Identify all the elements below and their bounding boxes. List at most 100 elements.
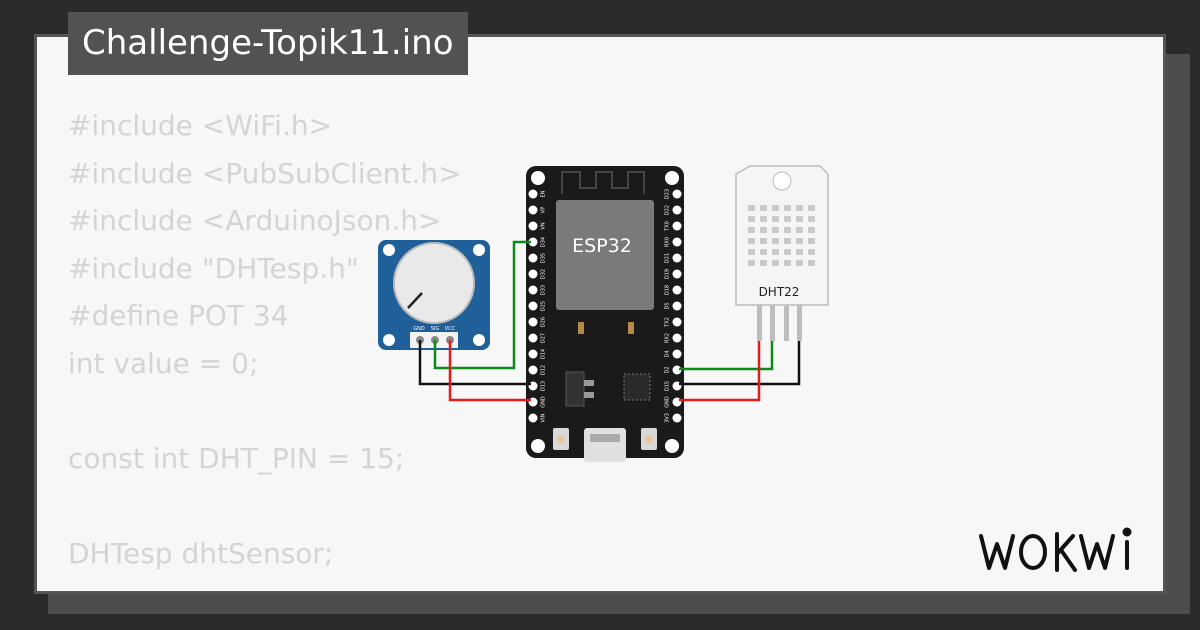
esp32-pin-label: EN [541,190,547,197]
dht22-vent-slot [748,216,755,222]
wires [418,240,801,402]
dht22-sensor[interactable]: DHT22 [735,165,829,341]
esp32-pin-label: D12 [541,365,547,375]
esp32-pin-left-vn[interactable] [528,221,538,231]
usb-connector [584,428,626,462]
esp32-pin-right-d21[interactable] [672,253,682,263]
esp32-pin-right-3v3[interactable] [672,413,682,423]
esp32-pin-label: D33 [541,285,547,295]
esp32-pin-right-d23[interactable] [672,189,682,199]
esp32-pin-label: D14 [541,349,547,359]
pot-pin-label-sig: SIG [431,326,440,332]
dht22-pin-vcc [757,305,762,341]
esp32-pin-left-en[interactable] [528,189,538,199]
dht22-vent-slot [772,249,779,255]
pot-knob[interactable] [393,242,475,324]
antenna-trace [561,171,645,194]
dht22-vent-slot [796,216,803,222]
esp32-pin-left-d25[interactable] [528,301,538,311]
esp32-pin-right-d4[interactable] [672,349,682,359]
pot-pin-label-vcc: VCC [445,326,456,332]
usb-port [590,434,620,442]
pot-indicator [407,292,423,309]
dht22-pin-data [770,305,775,341]
esp32-pin-left-d35[interactable] [528,253,538,263]
esp32-pin-left-d32[interactable] [528,269,538,279]
dht22-vent-slot [796,238,803,244]
dht22-vent-slot [784,260,791,266]
esp32-board[interactable]: ESP32 ENVPVND34D35D32D33D25D26D27D14D12D… [526,166,684,462]
boot-button-cap [557,435,565,443]
wire-pot-sig[interactable] [433,240,531,370]
esp32-pin-right-d19[interactable] [672,269,682,279]
wire-pot-vcc[interactable] [448,340,531,402]
dht22-vent-slot [748,249,755,255]
wokwi-logo[interactable] [975,518,1155,588]
esp32-pin-left-d14[interactable] [528,349,538,359]
dht22-vent-slot [748,238,755,244]
dht22-vent-slot [784,216,791,222]
esp32-pin-label: RX0 [665,237,671,247]
mount-hole [473,244,485,256]
esp32-pin-right-d18[interactable] [672,285,682,295]
dht22-vent-slot [760,205,767,211]
esp32-pin-label: D22 [665,205,671,215]
dht22-vent-slot [796,249,803,255]
esp32-pin-left-d26[interactable] [528,317,538,327]
esp32-pin-right-tx2[interactable] [672,317,682,327]
reset-button-cap [645,435,653,443]
dht22-vent-slot [748,227,755,233]
dht22-vent-slot [808,260,815,266]
esp32-pin-label: D34 [541,237,547,247]
dht22-pin-gnd [797,305,802,341]
esp32-pin-left-vin[interactable] [528,413,538,423]
dht22-vent-slot [772,205,779,211]
code-line-8: const int DHT_PIN = 15; [68,441,405,475]
dht22-vent-slot [760,216,767,222]
esp32-pin-label: RX2 [665,333,671,343]
esp32-pin-left-d27[interactable] [528,333,538,343]
wire-dht-gnd[interactable] [679,341,801,386]
esp32-pin-right-d22[interactable] [672,205,682,215]
esp32-pin-label: VIN [541,413,547,422]
dht22-vent-slot [772,216,779,222]
dht22-vent-slot [808,249,815,255]
wire-dht-vcc[interactable] [679,341,761,402]
project-title[interactable]: Challenge-Topik11.ino [68,12,468,75]
wire-pot-gnd[interactable] [418,340,531,386]
esp32-pin-left-vp[interactable] [528,205,538,215]
dht22-vent-slot [808,238,815,244]
regulator-tab [584,392,594,398]
code-line-2: #include <PubSubClient.h> [68,156,462,190]
regulator-tab [584,380,594,386]
dht22-label: DHT22 [759,285,800,299]
code-line-4: #include "DHTesp.h" [68,251,359,285]
esp32-pin-right-rx0[interactable] [672,237,682,247]
smd-part [628,322,634,334]
potentiometer[interactable]: GND SIG VCC [378,240,490,350]
esp32-label: ESP32 [572,235,632,257]
esp32-pin-label: D4 [665,350,671,357]
dht22-vent-slot [784,249,791,255]
dht22-vent-slot [784,227,791,233]
esp32-pin-label: TX2 [665,317,671,328]
code-line-6: int value = 0; [68,346,259,380]
dht22-vent-slot [808,216,815,222]
esp32-pin-left-d33[interactable] [528,285,538,295]
dht22-vent-slot [772,227,779,233]
esp32-pin-left-d12[interactable] [528,365,538,375]
dht22-vent-slot [760,249,767,255]
esp32-pin-right-tx0[interactable] [672,221,682,231]
dht22-vent-slot [796,205,803,211]
wire-dht-data[interactable] [679,341,774,371]
esp32-pin-left-d34[interactable] [528,237,538,247]
mount-hole [473,334,485,346]
mount-hole [383,244,395,256]
code-line-10: DHTesp dhtSensor; [68,536,334,570]
esp32-pin-label: GND [541,396,547,408]
esp32-pin-right-rx2[interactable] [672,333,682,343]
esp32-pin-right-d5[interactable] [672,301,682,311]
dht22-body [735,165,829,306]
esp32-module [556,200,654,310]
esp32-pin-label: D25 [541,301,547,311]
